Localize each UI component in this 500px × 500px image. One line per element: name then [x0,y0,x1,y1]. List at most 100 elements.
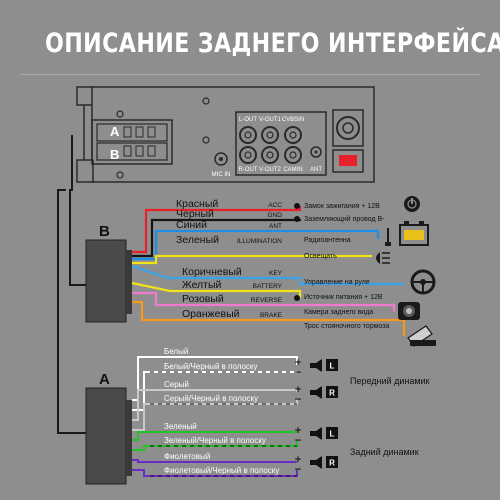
speaker-group: +−L [294,358,338,378]
speaker-icon [310,359,322,372]
connector-pins [123,126,156,157]
plus-terminal-icon [294,295,300,301]
ignition-key-icon [404,196,420,212]
harness-a-wire: Зеленый [132,422,297,441]
minus-terminal-icon: − [294,368,302,378]
wire-function-code: KEY [269,270,283,277]
plus-terminal-icon: + [294,426,302,436]
cable-to-a [57,189,86,434]
speaker-side-badge [326,427,338,439]
speaker-group: +−R [294,385,338,405]
speaker-icon [310,386,322,399]
pin-icon [123,126,132,138]
plus-terminal-icon [294,216,300,222]
headlight-icon [376,252,390,264]
wire-line [132,469,298,477]
title-underline [20,74,480,75]
speaker-group: +− L [294,426,338,446]
harness-b-wire: Коричневый KEY Управление на руле [131,264,404,286]
r-out-label: R-OUT [239,167,258,173]
wire-description: Управление на руле [304,279,370,286]
wire-function-code: ILLUMINATION [237,238,282,245]
pin-icon [147,145,156,157]
wire-line [132,254,372,265]
wire-color-name: Розовый [182,293,224,305]
wire-description: Замок зажигания + 12В [304,203,380,210]
rca-jack-icon [261,146,279,164]
page-title: ОПИСАНИЕ ЗАДНЕГО ИНТЕРФЕЙСА [45,28,500,59]
pin-icon [147,126,156,138]
wire-color-name: Фиолетовый/Черный в полоску [164,466,279,475]
wire-description: Камера заднего вида [304,309,373,316]
speaker-side-label: L [330,362,335,371]
harness-a-wire: Белый/Черный в полоску [132,362,297,411]
wire-function-code: BATTERY [253,283,283,290]
wire-function-code: ANT [269,223,282,230]
wire-function-code: REVERSE [251,297,283,304]
fan-icon [336,116,360,140]
speaker-side-badge [326,359,338,371]
wire-color-name: Серый [164,380,189,389]
connector-b-block: B [85,223,132,323]
wire-color-name: Коричневый [182,266,242,278]
wire-line [132,459,297,463]
screw-icon [116,171,124,179]
iso-connector-block: A B [91,97,210,179]
speaker-side-label: R [329,459,335,468]
wire-description: Трос стояночного тормоза [304,323,389,330]
screw-icon [202,136,210,144]
front-speaker-label: Передний динамик [350,376,430,386]
wire-description: Радиоантенна [304,237,351,244]
minus-terminal-icon: − [294,436,302,446]
rca-jack-icon [284,126,302,144]
wire-line [132,399,298,431]
speaker-side-badge [326,456,338,468]
rca-jack-icon [261,126,279,144]
screw-icon [202,97,210,105]
wire-description: Освещать [304,253,337,260]
speaker-icon [310,456,322,469]
cable-to-b [69,135,86,286]
wire-line [131,264,404,286]
speaker-side-label: R [329,389,335,398]
rca-jack-icon [284,146,302,164]
screw-icon [116,110,124,118]
connector-a-title: A [99,371,110,388]
wire-color-name: Желтый [182,279,222,291]
wire-color-name: Черный [176,208,214,220]
wire-color-name: Зеленый/Черный в полоску [164,436,266,445]
wire-line [132,218,302,258]
parking-brake-icon [407,325,436,347]
l-out-label: L-OUT [239,117,257,123]
ant-label: ANT [310,167,322,173]
pin-icon [135,126,144,138]
camin-label: CAMIN [283,167,302,173]
v-out1-label: V-OUT1 [259,117,281,123]
mic-in-jack: MIC IN [212,152,231,178]
wire-function-code: ACC [268,202,282,209]
connector-a-block: A [85,371,132,485]
speaker-side-label: L [330,430,335,439]
wire-color-name: Белый/Черный в полоску [164,362,258,371]
cvbsin-label: CVBSIN [282,117,304,123]
fuse-icon [339,155,357,166]
wire-line [132,291,396,312]
fuse-holder [332,149,364,173]
rca-block: L-OUT V-OUT1 CVBSIN R-OUT V-OUT2 CAMIN A… [235,111,327,176]
wire-color-name: Фиолетовый [164,452,210,461]
wire-color-name: Серый/Черный в полоску [164,394,258,403]
pin-icon [135,145,144,157]
harness-a-wire: Белый [132,347,298,401]
mic-in-label: MIC IN [212,172,231,178]
minus-terminal-icon: − [294,465,302,475]
harness-a-wire: Фиолетовый/Черный в полоску [132,466,298,477]
mic-jack-icon [214,152,228,166]
